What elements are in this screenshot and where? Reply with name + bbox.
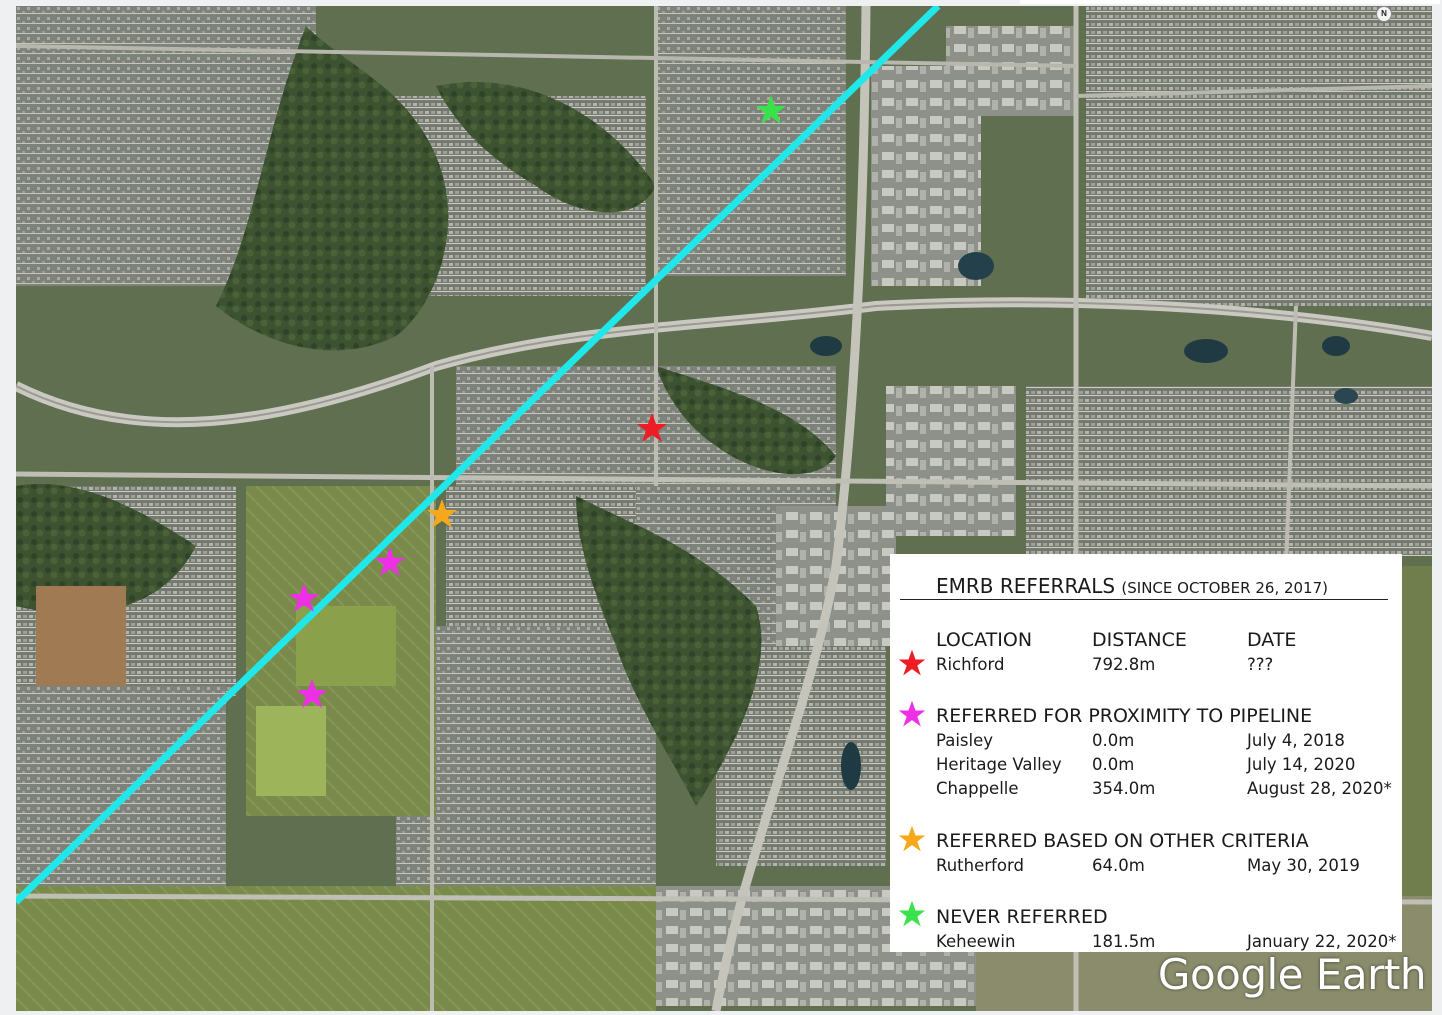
pipeline-line (16, 6, 941, 905)
legend-divider (900, 599, 1388, 600)
never-referred-heading: NEVER REFERRED (936, 906, 1108, 928)
legend-red-star-icon (898, 649, 926, 676)
top-edge-strip (1020, 0, 1440, 4)
north-arrow-icon: N (1376, 6, 1392, 22)
paisley-marker (289, 583, 319, 612)
richford-distance: 792.8m (1092, 655, 1156, 674)
other-criteria-heading: REFERRED BASED ON OTHER CRITERIA (936, 830, 1309, 852)
column-header-date: DATE (1247, 629, 1297, 651)
legend-subtitle: (SINCE OCTOBER 26, 2017) (1121, 579, 1329, 597)
keheewin-marker (756, 95, 786, 124)
rutherford-date: May 30, 2019 (1247, 856, 1360, 875)
legend-title-main: EMRB REFERRALS (936, 574, 1116, 598)
chappelle-distance: 354.0m (1092, 779, 1156, 798)
rutherford-marker (427, 499, 457, 528)
legend-orange-star-icon (898, 825, 926, 852)
google-earth-logo: Google Earth (1157, 950, 1427, 999)
legend-green-star-icon (898, 900, 926, 927)
aerial-imagery (16, 6, 1432, 1011)
heritage-valley-marker (297, 679, 327, 708)
paisley-distance: 0.0m (1092, 731, 1135, 750)
paisley-location: Paisley (936, 731, 994, 750)
heritage-valley-location: Heritage Valley (936, 755, 1062, 774)
chappelle-date: August 28, 2020* (1247, 779, 1392, 798)
richford-location: Richford (936, 655, 1005, 674)
keheewin-distance: 181.5m (1092, 932, 1156, 951)
legend-panel: EMRB REFERRALS (SINCE OCTOBER 26, 2017) … (890, 554, 1402, 952)
keheewin-location: Keheewin (936, 932, 1016, 951)
rutherford-distance: 64.0m (1092, 856, 1145, 875)
richford-date: ??? (1247, 655, 1274, 674)
heritage-valley-date: July 14, 2020 (1247, 755, 1356, 774)
heritage-valley-distance: 0.0m (1092, 755, 1135, 774)
proximity-heading: REFERRED FOR PROXIMITY TO PIPELINE (936, 705, 1313, 727)
rutherford-location: Rutherford (936, 856, 1024, 875)
column-header-distance: DISTANCE (1092, 629, 1187, 651)
satellite-map: N (16, 6, 1432, 1011)
legend-magenta-star-icon (898, 700, 926, 727)
column-header-location: LOCATION (936, 629, 1033, 651)
chappelle-marker (375, 547, 405, 576)
paisley-date: July 4, 2018 (1247, 731, 1345, 750)
legend-title: EMRB REFERRALS (SINCE OCTOBER 26, 2017) (936, 574, 1328, 598)
richford-marker (637, 413, 667, 442)
chappelle-location: Chappelle (936, 779, 1019, 798)
keheewin-date: January 22, 2020* (1247, 932, 1397, 951)
